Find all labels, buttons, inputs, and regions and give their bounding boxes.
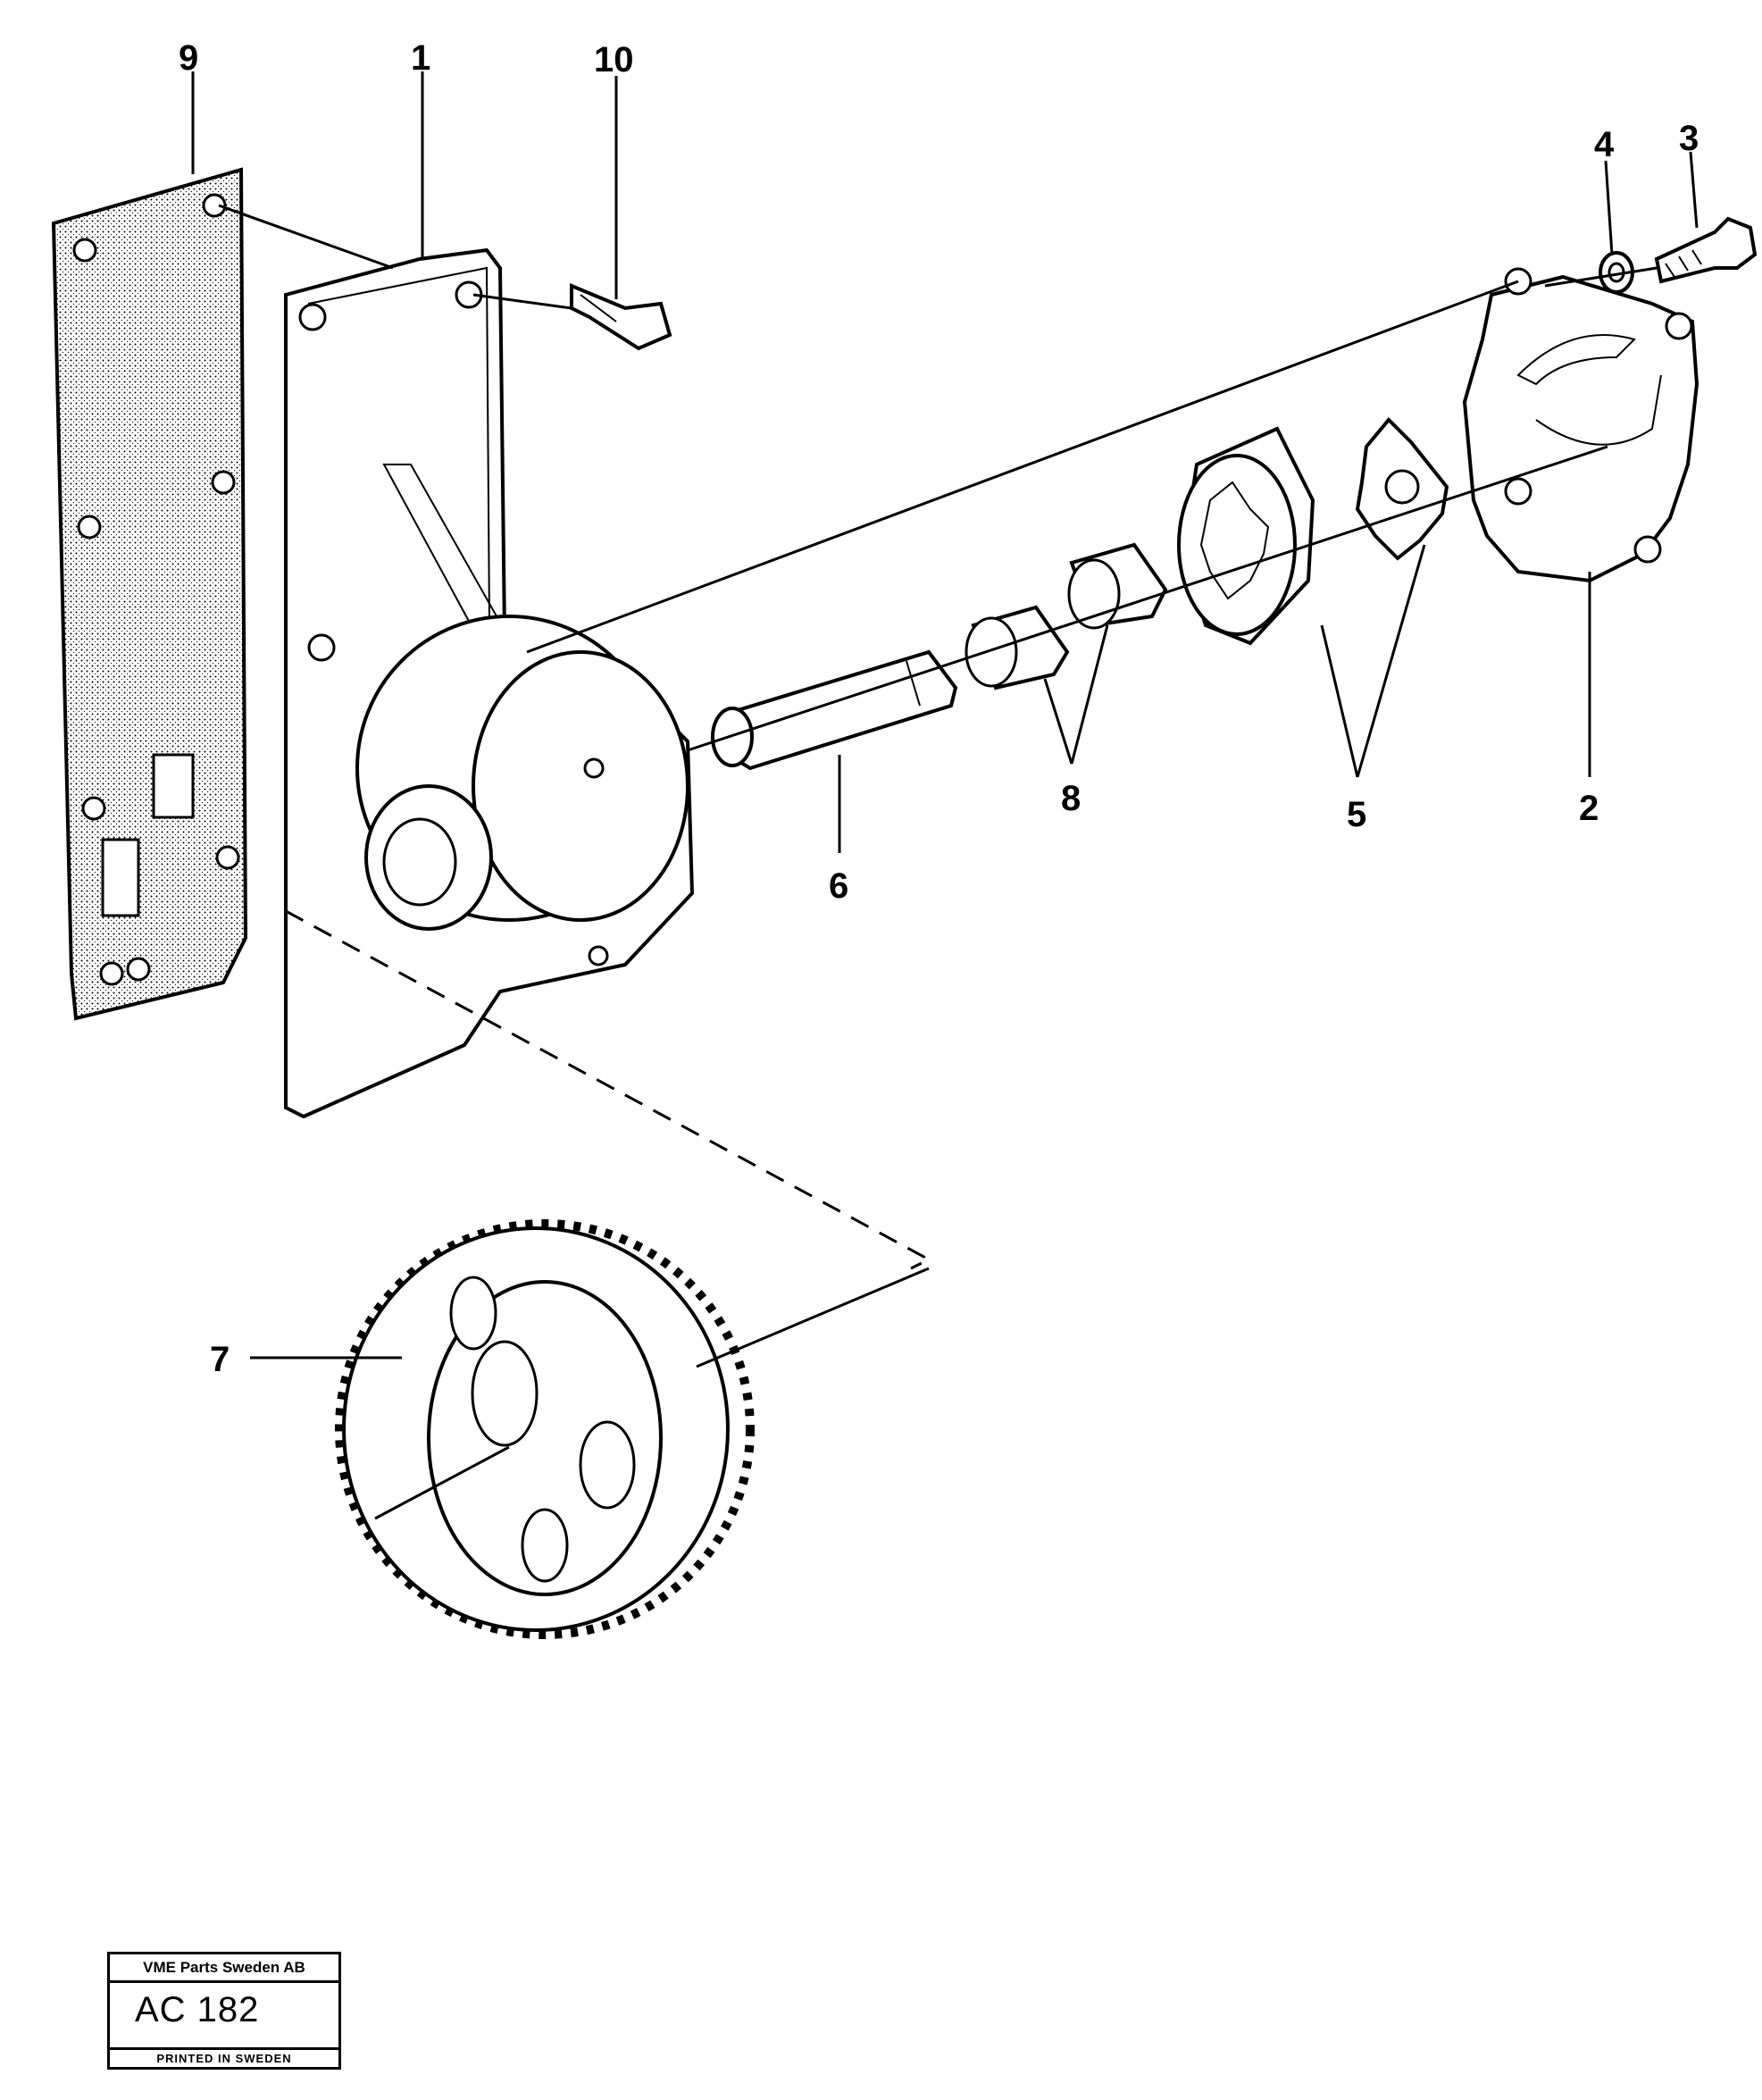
callout-8: 8	[1061, 779, 1081, 818]
callout-9: 9	[179, 38, 198, 78]
pump-rotors-part	[1177, 417, 1449, 646]
shaft-part	[711, 649, 958, 771]
callout-3: 3	[1679, 119, 1699, 158]
gear-part	[335, 1219, 755, 1639]
callout-6: 6	[829, 866, 848, 906]
callout-5: 5	[1347, 795, 1366, 834]
bushing-pair-part	[965, 542, 1168, 690]
company-name: VME Parts Sweden AB	[110, 1954, 338, 1983]
screw-10-part	[570, 283, 672, 351]
gasket-plate-part	[51, 167, 248, 1021]
title-block: VME Parts Sweden AB AC 182 PRINTED IN SW…	[107, 1952, 341, 2070]
illustration-code: AC 182	[135, 1990, 260, 2029]
callout-7: 7	[210, 1340, 230, 1379]
washer-part	[1599, 251, 1634, 294]
printed-note: PRINTED IN SWEDEN	[110, 2047, 338, 2067]
callout-4: 4	[1594, 125, 1615, 164]
callout-2: 2	[1579, 789, 1599, 828]
pump-housing-part	[284, 247, 695, 1119]
callout-10: 10	[594, 40, 634, 79]
assembly-lines	[218, 204, 1658, 1520]
pump-cover-part	[1462, 267, 1699, 583]
screw-3-part	[1654, 216, 1758, 284]
callout-1: 1	[411, 38, 430, 78]
callout-leaders	[191, 71, 1699, 1360]
